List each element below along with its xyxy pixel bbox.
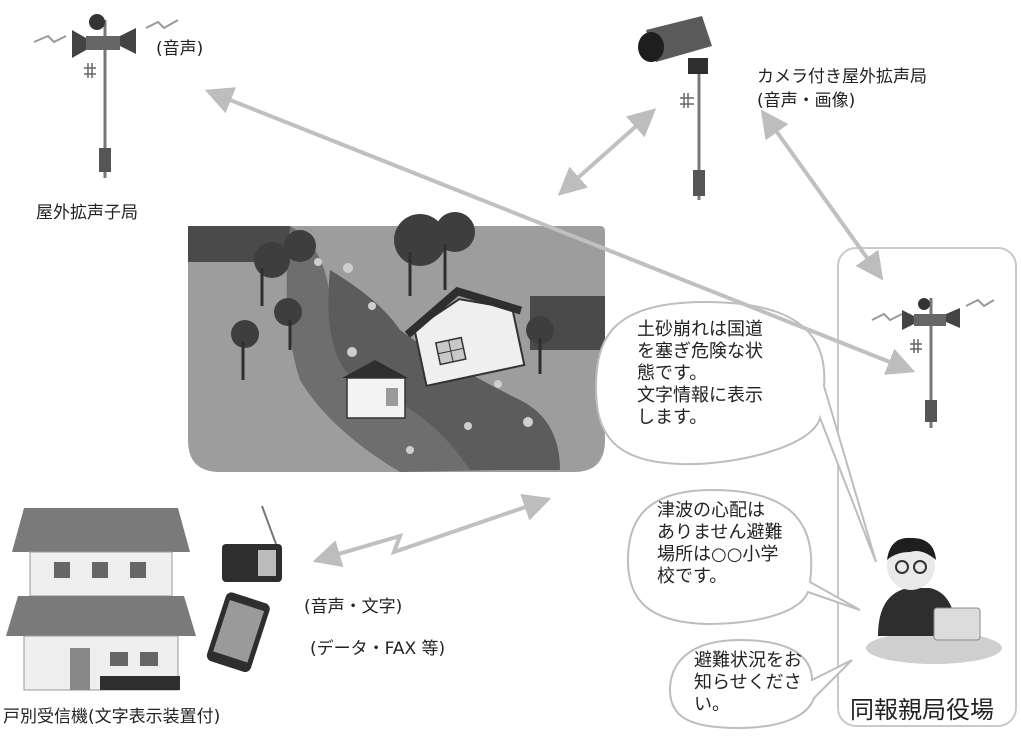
tsunami-line-3: 場所は○○小学	[657, 544, 779, 565]
camera-station-audio-image-label: (音声・画像)	[757, 91, 856, 111]
outdoor-speaker-pole-icon	[33, 14, 179, 178]
house-icon	[6, 508, 196, 691]
landslide-line-3: 態です。	[637, 363, 708, 384]
official-with-laptop-icon	[866, 537, 1002, 664]
radio-receiver-icon	[222, 505, 282, 582]
evacuation-bubble-text: 避難状況をお 知らせくださ い。	[694, 650, 802, 716]
arrow-camera-station-to-office	[760, 109, 884, 281]
tsunami-line-2: ありません避難	[657, 522, 783, 543]
landslide-line-4: 文字情報に表示	[637, 385, 763, 406]
evacuation-line-3: い。	[694, 694, 730, 715]
landslide-line-5: します。	[637, 407, 708, 428]
household-receiver-label: 戸別受信機(文字表示装置付)	[3, 707, 221, 727]
outdoor-speaker-audio-label: (音声)	[156, 39, 204, 59]
communication-arrows	[204, 87, 916, 568]
arrow-office-to-outdoor-speaker	[204, 87, 916, 375]
office-label: 同報親局役場	[850, 696, 994, 724]
landslide-line-2: を塞ぎ危険な状	[637, 341, 763, 362]
landslide-bubble-text: 土砂崩れは国道 を塞ぎ危険な状 態です。 文字情報に表示 します。	[637, 319, 763, 429]
evacuation-line-2: 知らせくださ	[694, 672, 802, 693]
evacuation-line-1: 避難状況をお	[694, 650, 802, 671]
landslide-illustration	[188, 212, 605, 472]
arrow-landslide-to-camera-station	[557, 108, 657, 196]
smartphone-icon	[206, 592, 270, 672]
tsunami-line-1: 津波の心配は	[657, 500, 765, 521]
speech-bubble-tsunami	[626, 488, 861, 626]
speech-bubble-evacuation	[668, 638, 853, 730]
tsunami-line-4: 校です。	[657, 566, 728, 587]
tsunami-bubble-text: 津波の心配は ありません避難 場所は○○小学 校です。	[657, 500, 782, 588]
office-speaker-pole-icon	[871, 298, 995, 428]
camera-speaker-pole-icon	[638, 16, 712, 200]
arrow-household-zigzag	[312, 494, 552, 568]
camera-station-label: カメラ付き屋外拡声局	[757, 67, 927, 87]
outdoor-speaker-station-label: 屋外拡声子局	[36, 203, 138, 223]
household-data-fax-label: (データ・FAX 等)	[310, 639, 446, 659]
landslide-line-1: 土砂崩れは国道	[637, 319, 763, 340]
household-audio-text-label: (音声・文字)	[304, 597, 403, 617]
